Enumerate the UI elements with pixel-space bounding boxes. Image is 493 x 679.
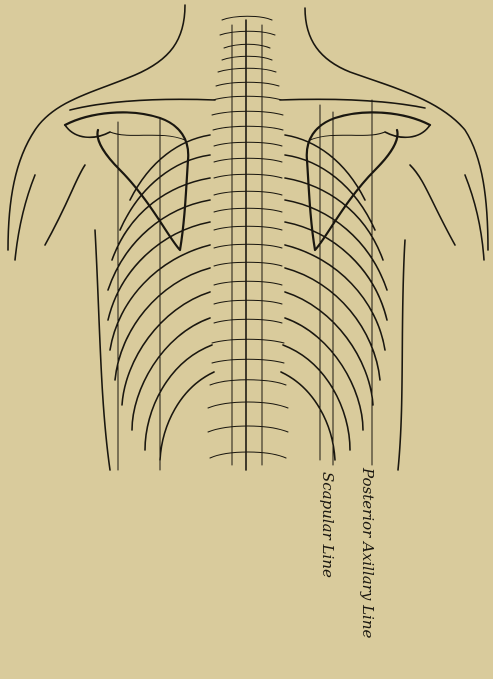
posterior-axillary-line-label: Posterior Axillary Line <box>359 468 377 638</box>
vertebral-column <box>208 16 288 470</box>
scapular-line-label: Scapular Line <box>319 472 337 578</box>
reference-lines <box>118 100 372 470</box>
ribs-right <box>281 135 387 460</box>
left-scapula <box>65 112 188 250</box>
ribs-left <box>108 135 214 460</box>
right-scapula <box>307 112 430 250</box>
body-outline <box>8 5 488 470</box>
